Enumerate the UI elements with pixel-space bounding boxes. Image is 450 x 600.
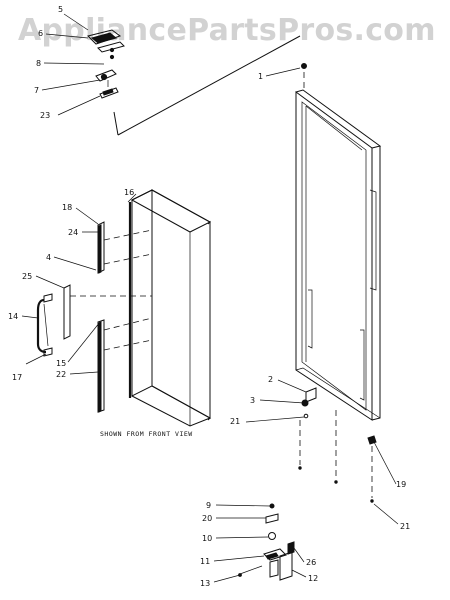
- door-bottom-hardware: [298, 387, 377, 503]
- hinge-alignment-line: [117, 35, 301, 136]
- callout-20: 20: [202, 514, 212, 523]
- callout-13: 13: [200, 579, 210, 588]
- callout-15: 15: [56, 359, 66, 368]
- top-hinge-assembly: [87, 29, 125, 99]
- callout-12: 12: [308, 574, 318, 583]
- callout-8: 8: [36, 59, 41, 68]
- callout-3: 3: [250, 396, 255, 405]
- callout-18: 18: [62, 203, 72, 212]
- callout-1: 1: [258, 72, 263, 81]
- door-stop-part-1: [301, 63, 307, 69]
- callout-numbers: 5 6 8 7 23 1 16 18 24 4 25 14 15 17 22 2…: [8, 5, 410, 588]
- callout-22: 22: [56, 370, 66, 379]
- callout-10: 10: [202, 534, 212, 543]
- callout-7: 7: [34, 86, 39, 95]
- callout-21-lower: 21: [400, 522, 410, 531]
- callout-6: 6: [38, 29, 43, 38]
- hinge-cover-part-26: [287, 541, 295, 555]
- callout-17: 17: [12, 373, 22, 382]
- door-panel: [128, 189, 212, 427]
- top-hinge-part-7: [95, 69, 117, 82]
- bottom-hinge-assembly: [238, 503, 295, 581]
- view-caption: SHOWN FROM FRONT VIEW: [100, 430, 193, 438]
- freezer-door: [295, 63, 382, 421]
- callout-16: 16: [124, 188, 134, 197]
- callout-9: 9: [206, 501, 211, 510]
- callout-21-upper: 21: [230, 417, 240, 426]
- callout-4: 4: [46, 253, 51, 262]
- callout-25: 25: [22, 272, 32, 281]
- watermark-logo: AppliancePartsPros.com: [18, 13, 436, 48]
- callout-5: 5: [58, 5, 63, 14]
- door-handle-part-14: [36, 293, 53, 357]
- callout-11: 11: [200, 557, 210, 566]
- hinge-shim-part-6: [97, 41, 125, 53]
- callout-23: 23: [40, 111, 50, 120]
- hinge-cover-part-5: [87, 29, 122, 45]
- leader-lines: [21, 13, 399, 583]
- callout-14: 14: [8, 312, 18, 321]
- trim-strips: [63, 221, 153, 413]
- callout-2: 2: [268, 375, 273, 384]
- callout-24: 24: [68, 228, 78, 237]
- callout-19: 19: [396, 480, 406, 489]
- callout-26: 26: [306, 558, 316, 567]
